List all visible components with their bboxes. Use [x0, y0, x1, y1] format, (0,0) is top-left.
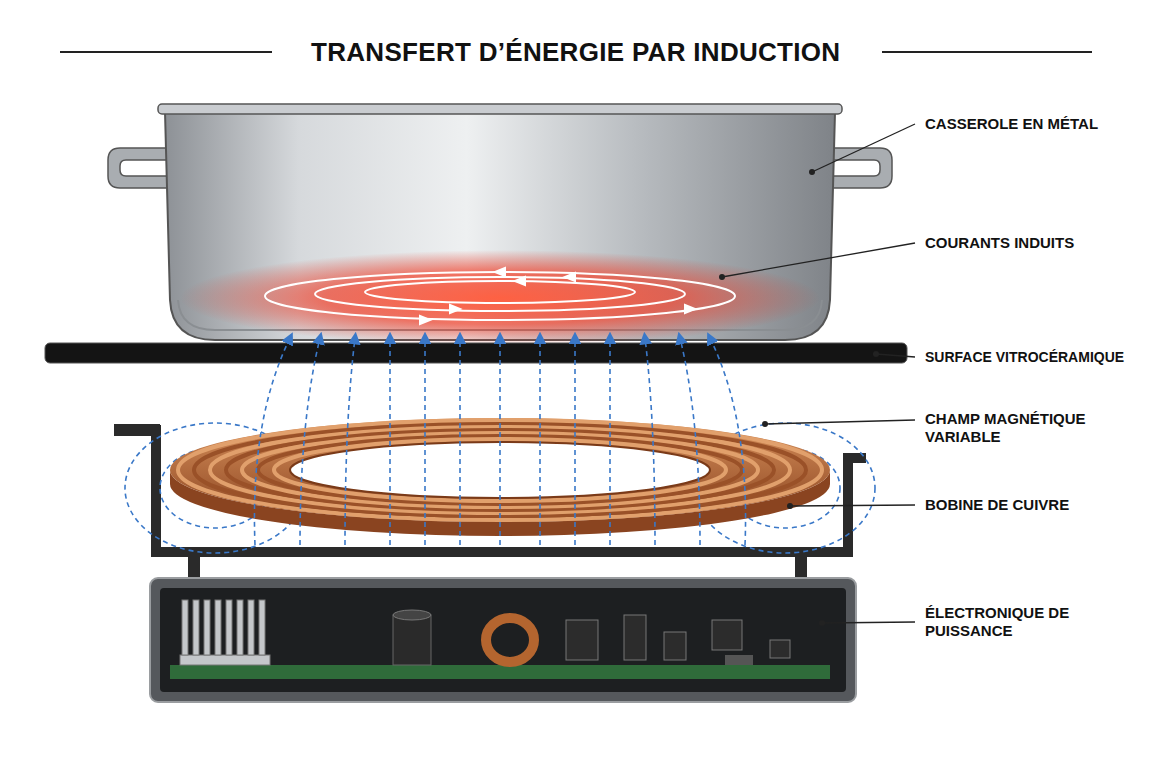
glass-ceramic — [45, 343, 907, 363]
pan-rim — [158, 104, 842, 114]
part-label: CASSEROLE EN MÉTAL — [925, 115, 1130, 133]
part-label: COURANTS INDUITS — [925, 234, 1130, 252]
heat-glow — [180, 250, 820, 346]
title-rule — [60, 51, 272, 53]
diagram-title: TRANSFERT D’ÉNERGIE PAR INDUCTION — [311, 36, 840, 68]
leader-dot — [719, 169, 879, 626]
part-label: CHAMP MAGNÉTIQUE VARIABLE — [925, 410, 1130, 446]
title-rule — [882, 51, 1092, 53]
power-electronics — [150, 578, 856, 702]
field-line — [254, 338, 745, 545]
induced-currents — [265, 268, 735, 324]
part-label: BOBINE DE CUIVRE — [925, 496, 1130, 514]
leader-line — [722, 124, 915, 623]
part-label: ÉLECTRONIQUE DE PUISSANCE — [925, 604, 1130, 640]
part-label: SURFACE VITROCÉRAMIQUE — [925, 348, 1145, 366]
